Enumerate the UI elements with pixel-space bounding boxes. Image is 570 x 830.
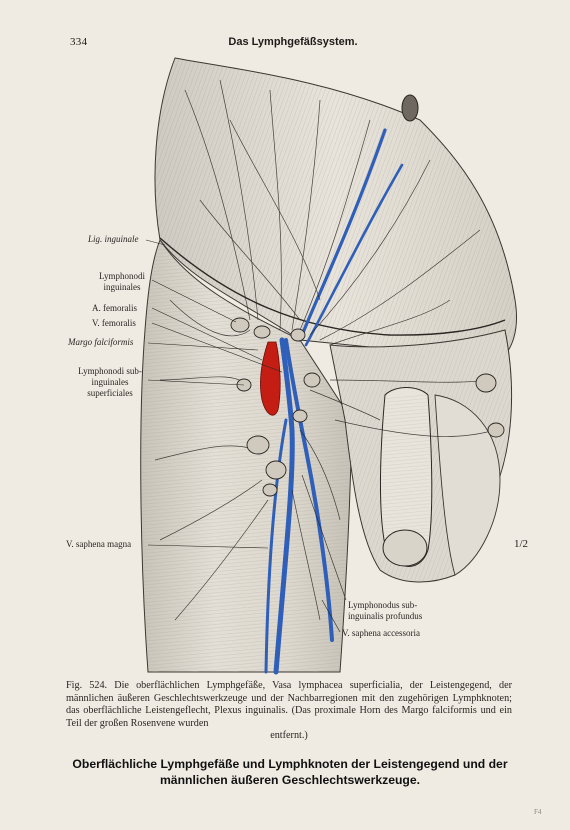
label-lymphonodi-inguinales: Lymphonodi inguinales	[90, 271, 154, 293]
corner-mark: F4	[534, 808, 542, 816]
label-line: inguinales	[103, 282, 141, 292]
label-margo-falciformis: Margo falciformis	[68, 337, 134, 347]
label-lymphonodi-subinguinales: Lymphonodi sub- inguinales superficiales	[70, 366, 150, 399]
inguinal-ligament-line	[159, 237, 506, 336]
label-v-saphena-accessoria: V. saphena accessoria	[342, 628, 421, 638]
abdomen-region	[154, 57, 518, 361]
thigh-region	[140, 238, 353, 673]
leader-lines	[145, 239, 347, 633]
label-line: Lymphonodus sub-	[348, 600, 418, 610]
label-line: inguinalis profundus	[348, 611, 423, 621]
label-a-femoralis: A. femoralis	[92, 303, 137, 313]
label-line: inguinales	[91, 377, 129, 387]
label-v-saphena-magna: V. saphena magna	[66, 539, 132, 549]
label-lymphonodus-profundus: Lymphonodus sub- inguinalis profundus	[348, 600, 422, 622]
genital-region	[329, 329, 513, 583]
label-line: Lymphonodi sub-	[78, 366, 142, 376]
page-number: 334	[70, 36, 88, 48]
caption-text: Fig. 524. Die oberflächlichen Lymphgefäß…	[66, 680, 512, 729]
scale-indicator: 1/2	[514, 538, 529, 550]
caption-continuation: entfernt.)	[270, 730, 308, 742]
label-lig-inguinale: Lig. inguinale	[88, 234, 139, 244]
plate-title: Oberflächliche Lymphgefäße und Lymphknot…	[72, 757, 508, 787]
label-v-femoralis: V. femoralis	[92, 318, 136, 328]
veins	[264, 128, 404, 675]
femoral-artery	[260, 341, 281, 416]
anatomical-illustration	[140, 57, 518, 675]
label-line: superficiales	[87, 388, 133, 398]
label-line: Lymphonodi	[98, 271, 145, 281]
figure-caption: Fig. 524. Die oberflächlichen Lymphgefäß…	[66, 680, 512, 743]
running-head: Das Lymphgefäßsystem.	[228, 36, 358, 48]
